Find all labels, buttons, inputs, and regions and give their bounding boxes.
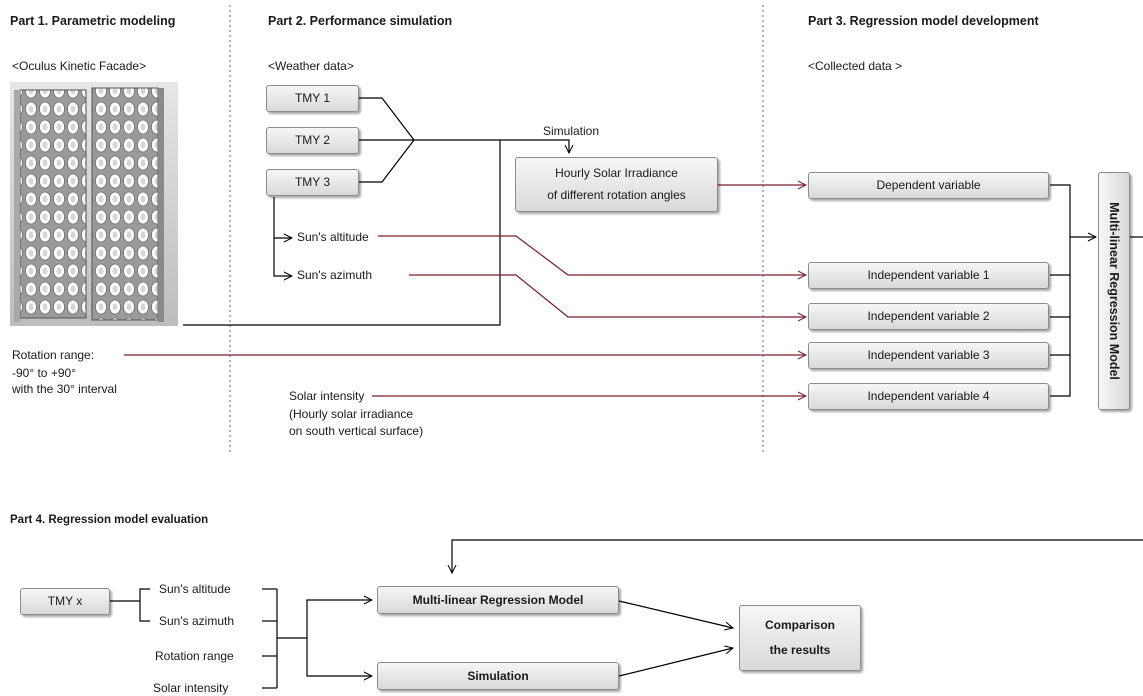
part3-title: Part 3. Regression model development xyxy=(808,14,1039,28)
part1-title: Part 1. Parametric modeling xyxy=(10,14,176,28)
tmy-2-box: TMY 2 xyxy=(266,127,359,154)
sun-altitude-label: Sun's altitude xyxy=(297,230,369,244)
eval-simulation-box: Simulation xyxy=(377,662,619,690)
dependent-variable-box: Dependent variable xyxy=(808,172,1049,199)
sun-azimuth-label: Sun's azimuth xyxy=(297,268,372,282)
simulation-flow xyxy=(183,97,569,326)
solar-intensity-label: Solar intensity xyxy=(289,389,365,403)
hourly-solar-irradiance-box: Hourly Solar Irradiance of different rot… xyxy=(515,157,718,212)
facade-photo xyxy=(10,82,178,326)
tmy-1-box: TMY 1 xyxy=(266,85,359,112)
eval-solar-intensity: Solar intensity xyxy=(153,681,229,695)
tmy-3-box: TMY 3 xyxy=(266,169,359,196)
variable-connectors xyxy=(124,185,806,396)
solar-intensity-note-2: on south vertical surface) xyxy=(289,424,424,438)
comparison-line-2: the results xyxy=(769,643,831,657)
comparison-box: Comparison the results xyxy=(739,605,861,671)
part4-title: Part 4. Regression model evaluation xyxy=(10,514,209,526)
eval-regression-model-box: Multi-linear Regression Model xyxy=(377,586,619,614)
independent-variable-3-box: Independent variable 3 xyxy=(808,342,1049,369)
evaluation-flow xyxy=(110,539,1143,689)
hourly-line-1: Hourly Solar Irradiance xyxy=(555,166,678,180)
part2-subtitle: <Weather data> xyxy=(268,59,354,73)
comparison-line-1: Comparison xyxy=(764,618,835,632)
rotation-range-interval: with the 30° interval xyxy=(12,382,117,396)
rotation-range-label: Rotation range: xyxy=(12,348,95,362)
simulation-label: Simulation xyxy=(543,124,600,138)
regression-model-label: Multi-linear Regression Model xyxy=(1107,202,1121,380)
independent-variable-1-box: Independent variable 1 xyxy=(808,262,1049,289)
solar-intensity-note-1: (Hourly solar irradiance xyxy=(289,407,414,421)
hourly-line-2: of different rotation angles xyxy=(547,188,686,202)
independent-variable-4-box: Independent variable 4 xyxy=(808,383,1049,410)
regression-bracket xyxy=(1050,184,1143,397)
rotation-range-values: -90° to +90° xyxy=(12,366,76,380)
tmy-x-box: TMY x xyxy=(20,588,110,615)
multi-linear-regression-model-box: Multi-linear Regression Model xyxy=(1098,172,1130,410)
part3-subtitle: <Collected data > xyxy=(808,59,903,73)
eval-sun-altitude: Sun's altitude xyxy=(159,582,231,596)
part2-title: Part 2. Performance simulation xyxy=(268,14,453,28)
independent-variable-2-box: Independent variable 2 xyxy=(808,303,1049,330)
eval-sun-azimuth: Sun's azimuth xyxy=(159,614,234,628)
eval-rotation-range: Rotation range xyxy=(155,649,234,663)
part1-subtitle: <Oculus Kinetic Facade> xyxy=(12,59,147,73)
